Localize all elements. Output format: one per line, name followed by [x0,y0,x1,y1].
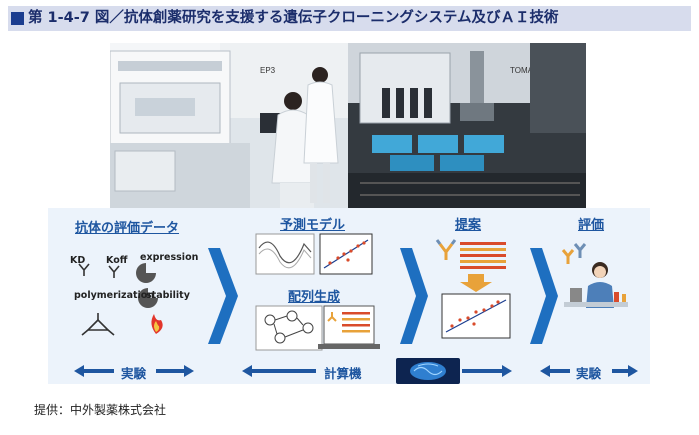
label-stability: stability [146,290,190,301]
label-koff: Koff [106,255,128,266]
photo-label-toma: TOMA [510,66,534,75]
lab-photo-illustration: EP3 TOMA [110,43,586,209]
flow-arrow-3-icon [530,248,558,344]
stability-cell-icon [138,288,158,308]
down-arrow-icon [460,274,492,292]
title-square-icon [11,12,24,25]
antibody-koff-icon [108,265,120,278]
ai-brain-icon [396,358,460,384]
heading-evaluation: 評価 [578,218,605,233]
network-diagram [255,305,323,351]
label-kd: KD [70,255,86,266]
flow-arrow-1-icon [208,248,238,344]
workflow-graphics [74,233,638,384]
heading-evaluation-data: 抗体の評価データ [75,221,180,236]
figure-title: 第 1-4-7 図／抗体創薬研究を支援する遺伝子クローニングシステム及びＡＩ技術 [28,10,559,26]
expression-cell-icon [136,263,156,283]
heading-proposal: 提案 [455,218,482,233]
lab-photographs: EP3 TOMA [110,43,586,209]
photo-label-ep3: EP3 [260,66,276,75]
experiment-left-arrow [74,365,194,377]
label-experiment-right: 実験 [576,366,602,381]
experiment-right-arrow [540,365,638,377]
label-experiment-left: 実験 [121,366,147,381]
laptop-icon [318,305,380,349]
proposal-scatter-plot [441,293,511,339]
label-expression: expression [140,252,199,263]
prediction-scatter-plot [319,233,373,275]
heading-prediction-model: 予測モデル [280,218,346,233]
proposal-antibody-icon [435,239,457,260]
flame-icon [151,314,163,334]
prediction-curve-plot [255,233,315,275]
label-computer: 計算機 [324,366,362,381]
scientist-icon [561,243,628,308]
proposal-sequence-bars [460,242,506,269]
credit-text: 提供：中外製薬株式会社 [34,403,167,417]
heading-sequence-generation: 配列生成 [288,290,341,305]
label-polymerization: polymerization [74,290,155,301]
title-bar: 第 1-4-7 図／抗体創薬研究を支援する遺伝子クローニングシステム及びＡＩ技術 [8,6,691,31]
polymer-icon [81,313,115,336]
flow-arrow-2-icon [400,248,428,344]
workflow-diagram: 抗体の評価データ 予測モデル 配列生成 提案 評価 KD Koff expres… [48,208,650,384]
antibody-kd-icon [78,263,90,276]
computer-arrow [242,365,512,377]
